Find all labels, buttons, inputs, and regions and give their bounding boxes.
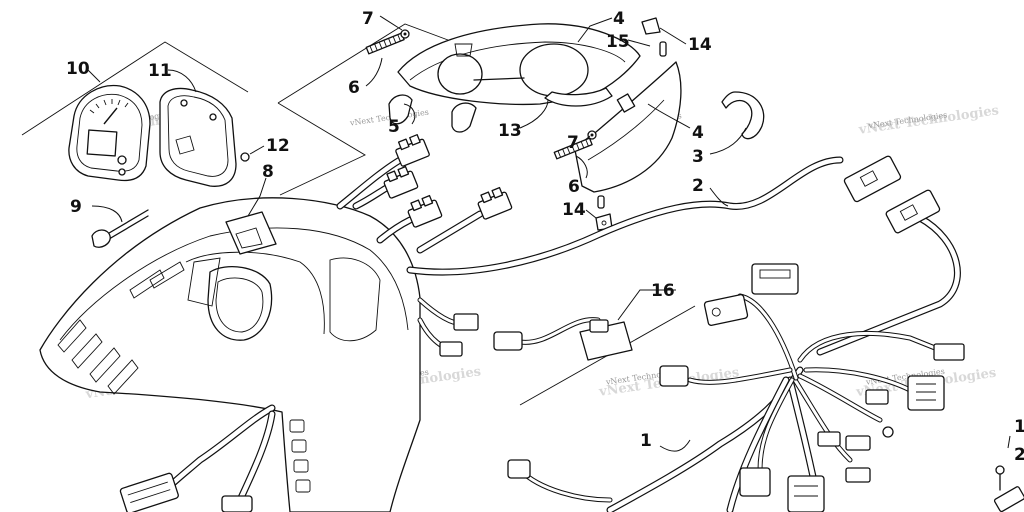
callout-7-mid: 7 [567, 133, 579, 153]
callout-16: 16 [651, 281, 675, 301]
relay-block [751, 263, 799, 295]
gauge-group-bracket [21, 41, 249, 136]
instrument-gauge [68, 84, 151, 182]
callout-2-mid: 2 [692, 176, 704, 196]
callout-7-top: 7 [362, 9, 374, 29]
callout-1-edge: 1 [1014, 417, 1024, 437]
callouts: 7 4 15 14 10 11 6 5 12 13 7 4 3 8 6 2 9 [66, 9, 1024, 465]
connectors [119, 134, 1024, 512]
callout-9: 9 [70, 197, 82, 217]
housing-group-bracket-lower [277, 102, 366, 196]
callout-6-top: 6 [348, 78, 360, 98]
callout-14-top: 14 [688, 35, 712, 55]
callout-1: 1 [640, 431, 652, 451]
callout-4-mid: 4 [692, 123, 704, 143]
callout-10: 10 [66, 59, 90, 79]
callout-3: 3 [692, 147, 704, 167]
bolt-9 [91, 209, 149, 248]
screw-12 [240, 152, 250, 162]
mount-hardware [365, 17, 765, 231]
callout-6-mid: 6 [568, 177, 580, 197]
callout-11: 11 [148, 61, 172, 81]
gauge-display [86, 129, 118, 157]
housing-group-bracket [277, 23, 449, 104]
callout-13: 13 [498, 121, 522, 141]
gauge-bezel [159, 87, 237, 187]
callout-2-edge: 2 [1014, 445, 1024, 465]
dash-console [39, 197, 421, 512]
callout-12: 12 [266, 136, 290, 156]
callout-8: 8 [262, 162, 274, 182]
callout-15: 15 [606, 32, 630, 52]
callout-14-mid: 14 [562, 200, 586, 220]
wiring-harness [166, 156, 961, 512]
pod-housing-upper [397, 23, 641, 107]
callout-5: 5 [388, 117, 400, 137]
callout-4-top: 4 [613, 9, 625, 29]
pod-housing-lower [574, 61, 682, 193]
